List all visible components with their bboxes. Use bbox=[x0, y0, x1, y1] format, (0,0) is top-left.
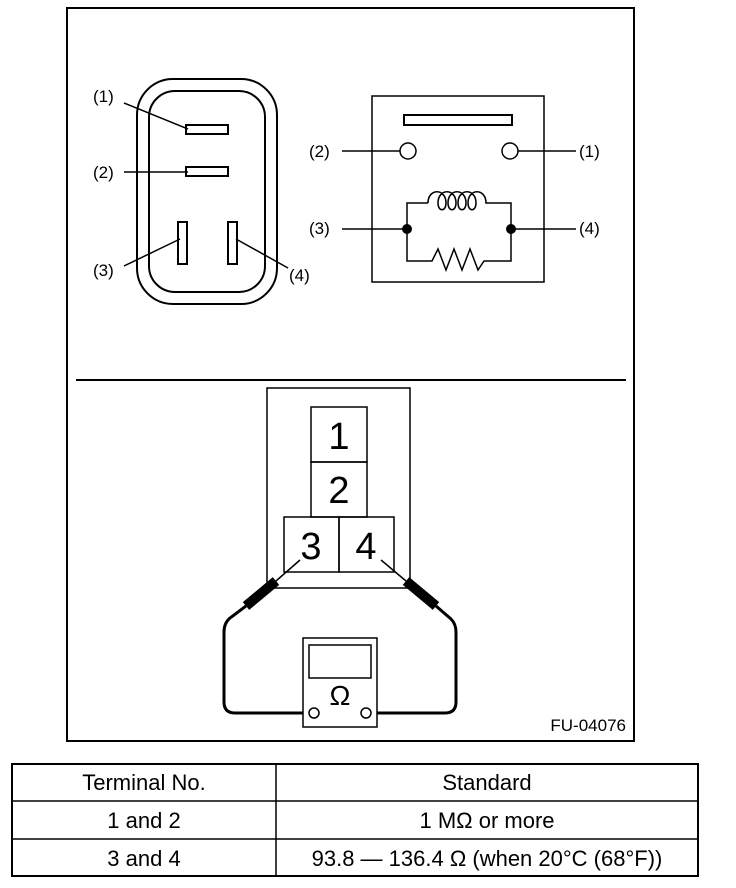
test-terminal-box-4 bbox=[338, 516, 395, 573]
connector-label-2: (2) bbox=[93, 163, 114, 182]
figure-id: FU-04076 bbox=[550, 716, 626, 735]
ohmmeter-jack-left bbox=[308, 707, 320, 719]
schematic-label-3: (3) bbox=[309, 219, 330, 238]
table-cell-standard: 1 MΩ or more bbox=[419, 808, 554, 833]
test-terminal-number-3: 3 bbox=[300, 526, 321, 568]
terminal-circle-1 bbox=[501, 142, 519, 160]
table-cell-standard: 93.8 — 136.4 Ω (when 20°C (68°F)) bbox=[312, 846, 663, 871]
schematic-label-2: (2) bbox=[309, 142, 330, 161]
ohmmeter-symbol: Ω bbox=[330, 680, 351, 711]
test-lead-left bbox=[222, 604, 312, 715]
test-lead-right bbox=[368, 604, 458, 715]
relay-body-outline bbox=[266, 387, 411, 589]
coil-symbol bbox=[427, 191, 492, 211]
probe-body-right bbox=[402, 577, 440, 610]
probe-body-left bbox=[242, 577, 280, 610]
probe-tip-left bbox=[275, 559, 301, 582]
relay-schematic: (2) (1) (3) (4) bbox=[309, 95, 600, 283]
ohmmeter-jack-right bbox=[360, 707, 372, 719]
connector-label-3: (3) bbox=[93, 261, 114, 280]
schematic-label-4: (4) bbox=[579, 219, 600, 238]
connector-inner-shell bbox=[148, 90, 266, 293]
connector-label-4: (4) bbox=[289, 266, 310, 285]
table-border bbox=[11, 763, 699, 877]
terminal-circle-2 bbox=[399, 142, 417, 160]
terminal-pin-4 bbox=[227, 221, 238, 265]
table-cell-terminal: 3 and 4 bbox=[107, 846, 180, 871]
schematic-box bbox=[371, 95, 545, 283]
figure-frame bbox=[66, 7, 635, 742]
spec-table: Terminal No. Standard 1 and 2 1 MΩ or mo… bbox=[11, 763, 699, 877]
table-header-terminal: Terminal No. bbox=[82, 770, 205, 795]
test-terminal-number-4: 4 bbox=[355, 526, 376, 568]
probe-tip-right bbox=[380, 559, 407, 582]
leader-line-3 bbox=[123, 238, 181, 267]
connector-label-1: (1) bbox=[93, 87, 114, 106]
test-terminal-number-2: 2 bbox=[328, 470, 349, 512]
terminal-pin-1 bbox=[185, 124, 229, 135]
leader-line-4 bbox=[235, 238, 289, 269]
table-cell-terminal: 1 and 2 bbox=[107, 808, 180, 833]
measurement-setup: 1 2 3 4 Ω bbox=[222, 387, 458, 728]
test-terminal-number-1: 1 bbox=[328, 416, 349, 458]
table-header-standard: Standard bbox=[442, 770, 531, 795]
ohmmeter-display bbox=[308, 644, 372, 679]
terminal-pin-2 bbox=[185, 166, 229, 177]
resistor-branch bbox=[406, 229, 512, 273]
connector-outer-shell bbox=[136, 78, 278, 305]
connector-face: (1) (2) (3) (4) bbox=[93, 78, 310, 305]
coil-branch bbox=[406, 202, 512, 229]
terminal-pin-3 bbox=[177, 221, 188, 265]
schematic-label-1: (1) bbox=[579, 142, 600, 161]
switch-contact-bar bbox=[403, 114, 513, 126]
leader-line-1 bbox=[123, 102, 189, 130]
